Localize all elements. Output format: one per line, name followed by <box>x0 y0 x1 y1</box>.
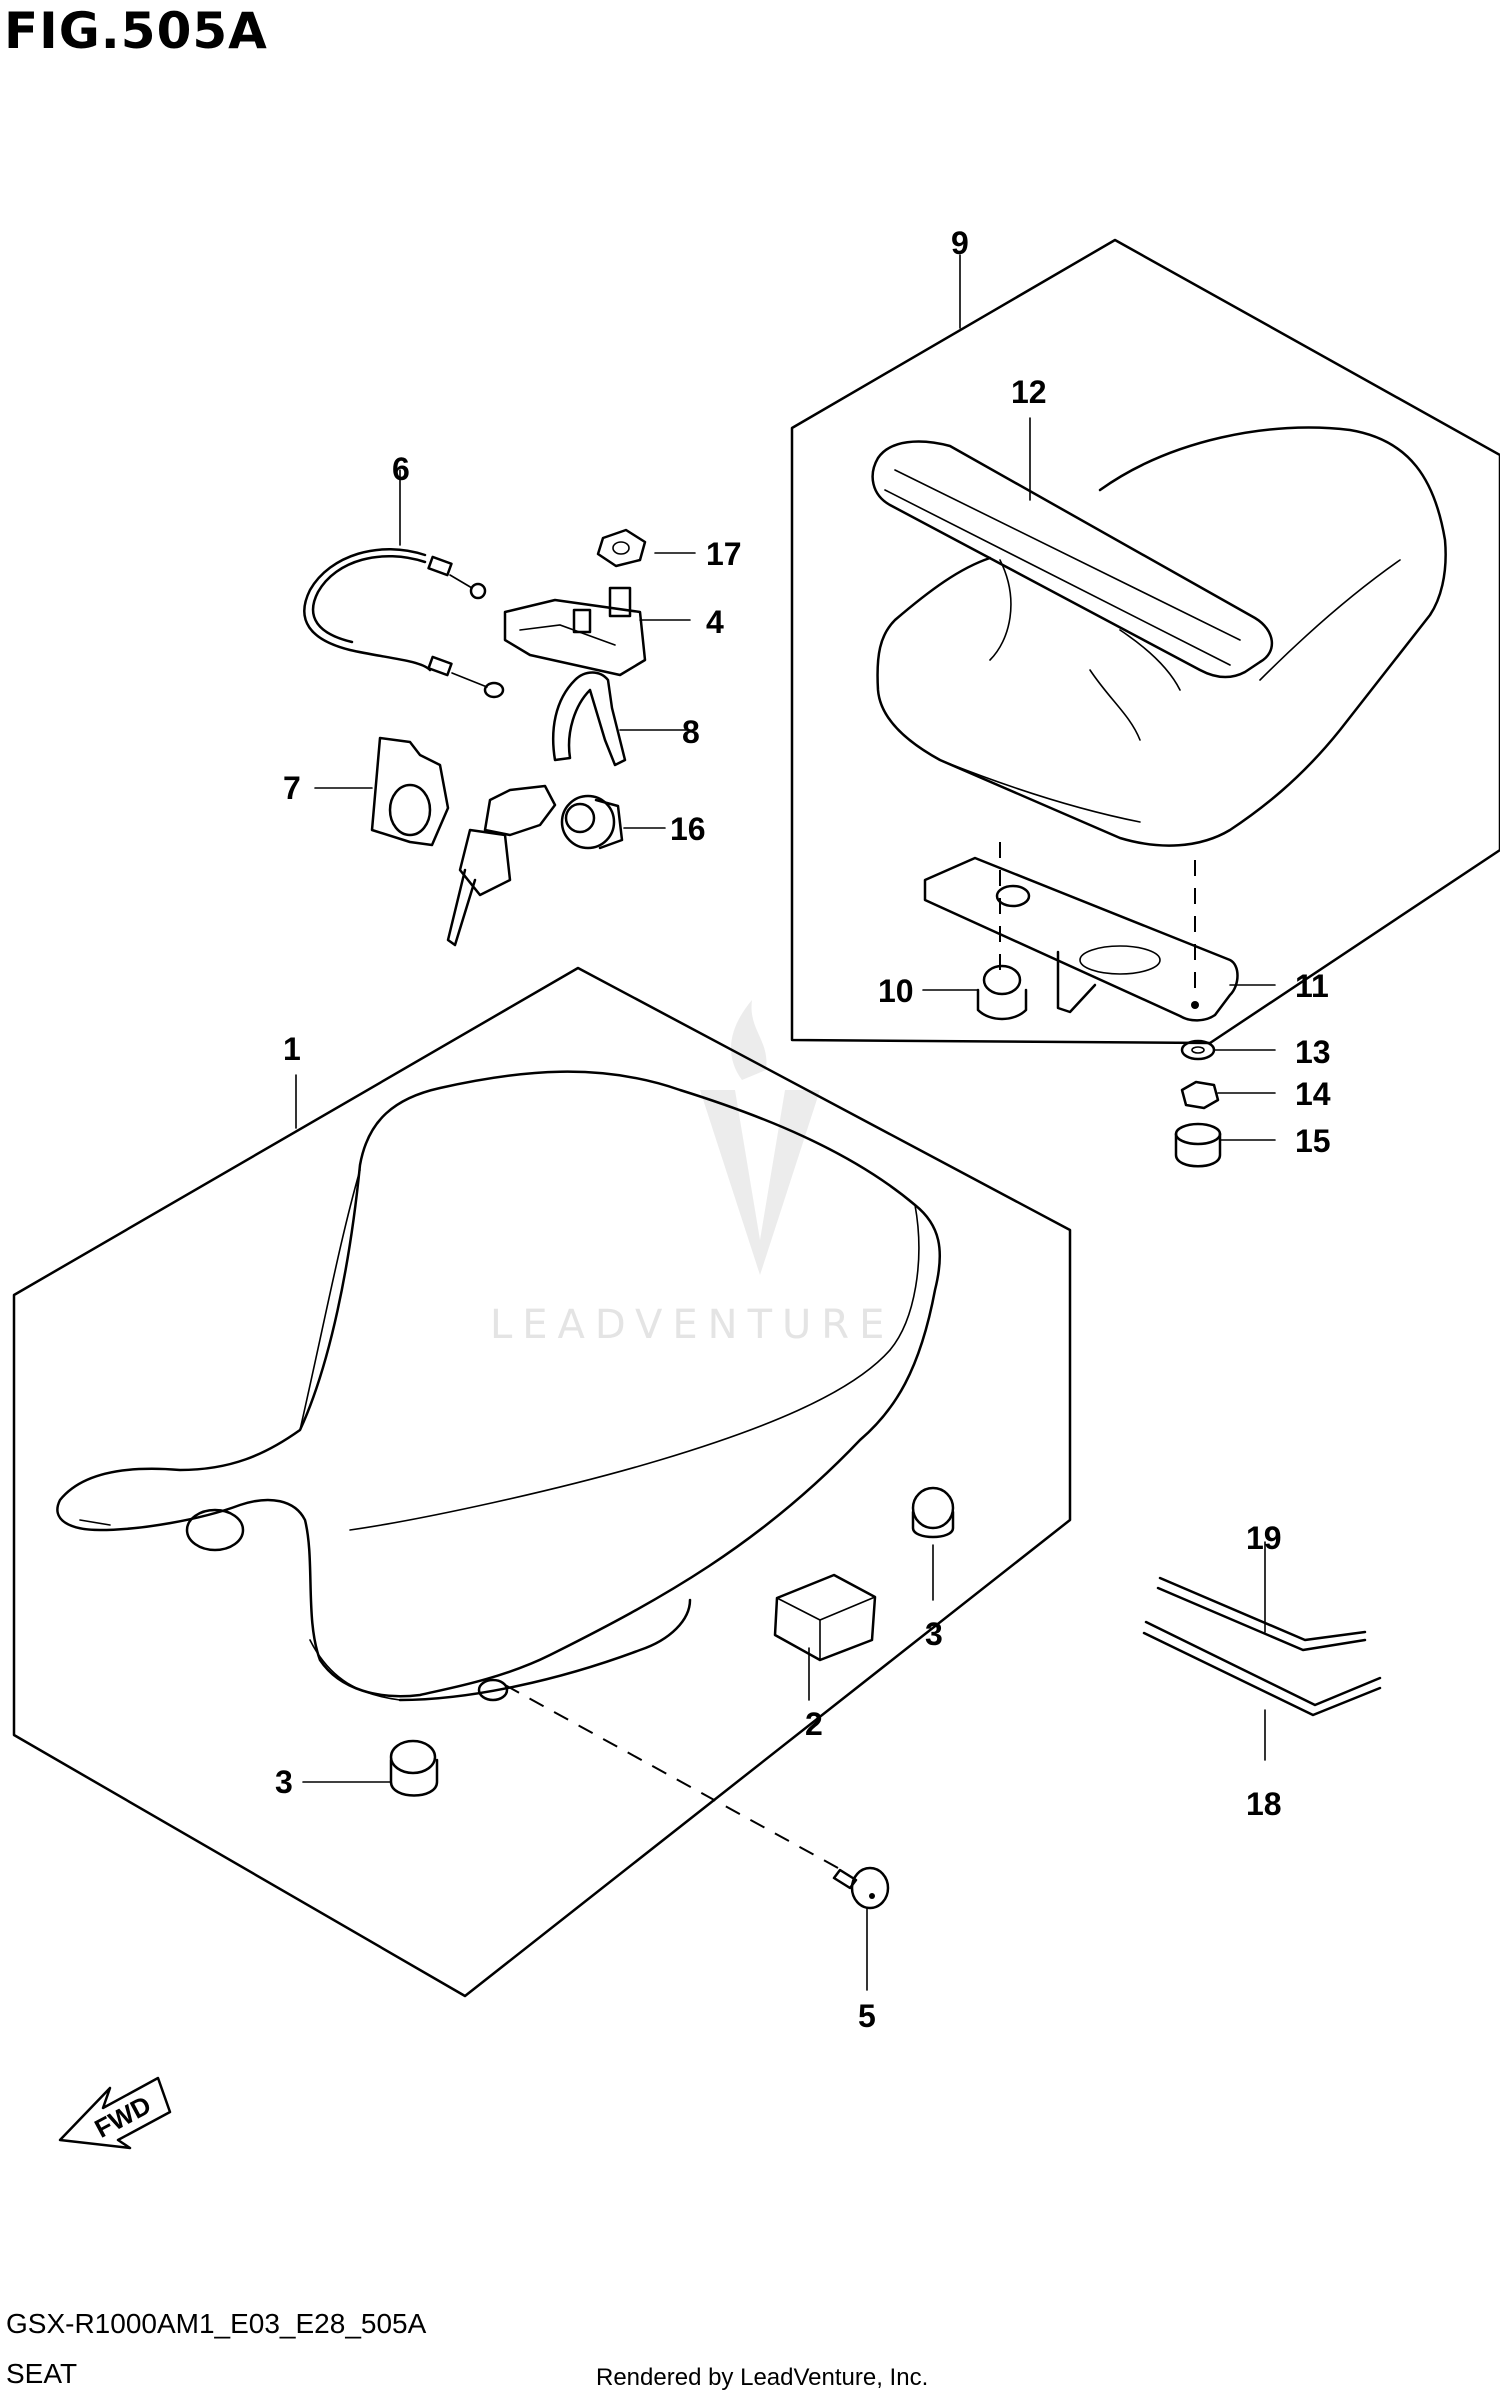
washer <box>1180 1039 1276 1061</box>
callout-11: 11 <box>1295 968 1329 1004</box>
grab-handle <box>871 417 1274 679</box>
seat-bolt <box>504 1684 890 1991</box>
callout-3b: 3 <box>275 1764 293 1800</box>
cushion-pad <box>773 1573 877 1701</box>
callout-2: 2 <box>805 1706 823 1742</box>
seat-latch <box>503 586 691 677</box>
callout-15: 15 <box>1295 1123 1331 1159</box>
hex-wrench-small <box>1156 1541 1367 1652</box>
model-code: GSX-R1000AM1_E03_E28_505A <box>6 2308 427 2339</box>
front-seat <box>56 1070 942 1702</box>
leadventure-watermark: LEADVENTURE <box>490 1000 894 1348</box>
flange-nut <box>596 528 696 568</box>
rubber-cushion-left <box>302 1739 439 1797</box>
pillion-seat-assembly-boundary <box>790 238 1500 1045</box>
callout-16: 16 <box>670 811 706 847</box>
forward-direction-arrow: FWD <box>58 2076 172 2150</box>
seat-lock-cable <box>303 469 505 699</box>
lock-plate <box>314 736 450 847</box>
render-credit: Rendered by LeadVenture, Inc. <box>596 2364 929 2391</box>
callout-1: 1 <box>283 1031 301 1067</box>
spacer <box>1174 1122 1276 1168</box>
seat-assembly-boundary <box>12 966 1072 1998</box>
seat-bracket <box>923 842 1276 1022</box>
callout-17: 17 <box>706 536 742 572</box>
callout-14: 14 <box>1295 1076 1331 1112</box>
callout-6: 6 <box>392 451 410 487</box>
callout-18: 18 <box>1246 1786 1282 1822</box>
watermark-text: LEADVENTURE <box>490 1302 894 1348</box>
callout-numbers: 1 2 3 3 4 5 6 7 8 9 10 11 12 13 14 15 16… <box>275 225 1331 2034</box>
grommet <box>922 964 1028 1021</box>
figure-title: FIG.505A <box>4 2 268 60</box>
callout-13: 13 <box>1295 1034 1331 1070</box>
nut <box>1180 1080 1276 1110</box>
callout-5: 5 <box>858 1998 876 2034</box>
callout-3a: 3 <box>925 1616 943 1652</box>
callout-12: 12 <box>1011 374 1047 410</box>
callout-4: 4 <box>706 604 724 640</box>
callout-7: 7 <box>283 770 301 806</box>
lock-clip <box>551 671 691 767</box>
callout-10: 10 <box>878 973 914 1009</box>
callout-19: 19 <box>1246 1520 1282 1556</box>
rubber-cushion-right <box>911 1486 955 1601</box>
seat-lock <box>446 784 666 947</box>
section-name: SEAT <box>6 2358 78 2389</box>
hex-wrench-large <box>1142 1620 1382 1761</box>
rear-seat-cover <box>876 254 1447 847</box>
callout-8: 8 <box>682 714 700 750</box>
callout-9: 9 <box>951 225 969 261</box>
